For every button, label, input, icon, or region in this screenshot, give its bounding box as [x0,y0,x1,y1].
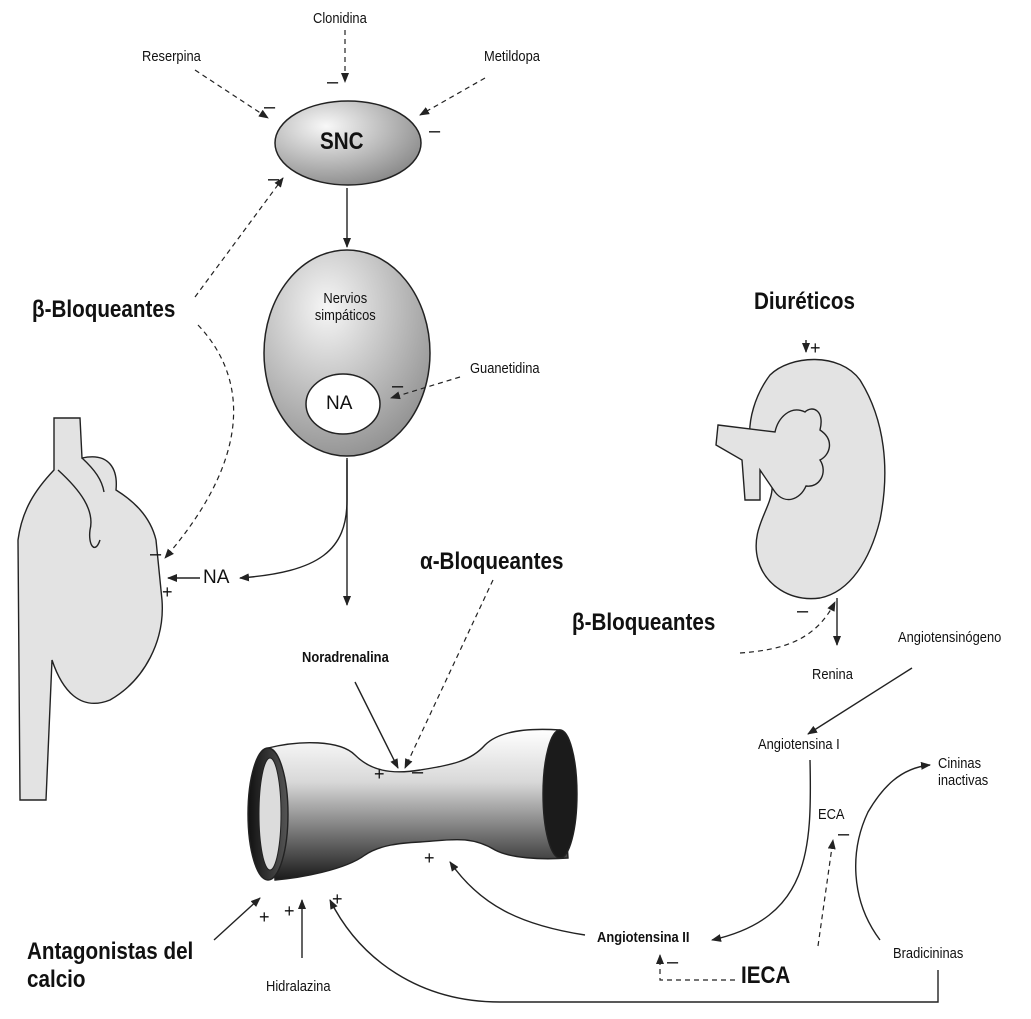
label-renina: Renina [812,666,853,683]
label-na-vesicle: NA [326,393,352,415]
minus-sign: – [268,168,280,190]
minus-sign: – [838,823,850,845]
label-hidralazina: Hidralazina [266,978,331,995]
label-na-heart: NA [203,567,229,589]
plus-sign: + [284,901,295,921]
label-nervios-simpaticos: Nervios simpáticos [298,290,393,325]
plus-sign: + [810,338,821,358]
label-angiotensinogeno: Angiotensinógeno [898,629,1001,646]
label-alfa-bloqueantes: α-Bloqueantes [420,548,563,576]
minus-sign: – [667,951,679,973]
plus-sign: + [424,848,435,868]
label-ieca: IECA [741,962,790,990]
label-angiotensina-ii: Angiotensina II [597,929,689,946]
minus-sign: – [392,375,404,397]
minus-sign: – [264,96,276,118]
label-noradrenalina: Noradrenalina [302,649,389,666]
minus-sign: – [412,761,424,783]
plus-sign: + [374,764,385,784]
label-clonidina: Clonidina [313,10,367,27]
plus-sign: + [332,889,343,909]
label-guanetidina: Guanetidina [470,360,540,377]
minus-sign: – [150,543,162,565]
label-antagonistas-calcio: Antagonistas del calcio [27,938,193,993]
label-snc: SNC [320,128,364,156]
plus-sign: + [259,907,270,927]
plus-sign: + [162,582,173,602]
heart-shape [18,418,162,800]
label-cininas-inactivas: Cininas inactivas [938,755,988,790]
label-reserpina: Reserpina [142,48,201,65]
minus-sign: – [797,600,809,622]
kidney-shape [716,359,885,598]
minus-sign: – [429,120,441,142]
label-metildopa: Metildopa [484,48,540,65]
label-bradicininas: Bradicininas [893,945,963,962]
label-eca: ECA [818,806,845,823]
minus-sign: – [327,71,339,93]
label-diureticos: Diuréticos [754,288,855,316]
label-angiotensina-i: Angiotensina I [758,736,840,753]
label-beta-bloqueantes-left: β-Bloqueantes [32,296,175,324]
label-beta-bloqueantes-right: β-Bloqueantes [572,609,715,637]
